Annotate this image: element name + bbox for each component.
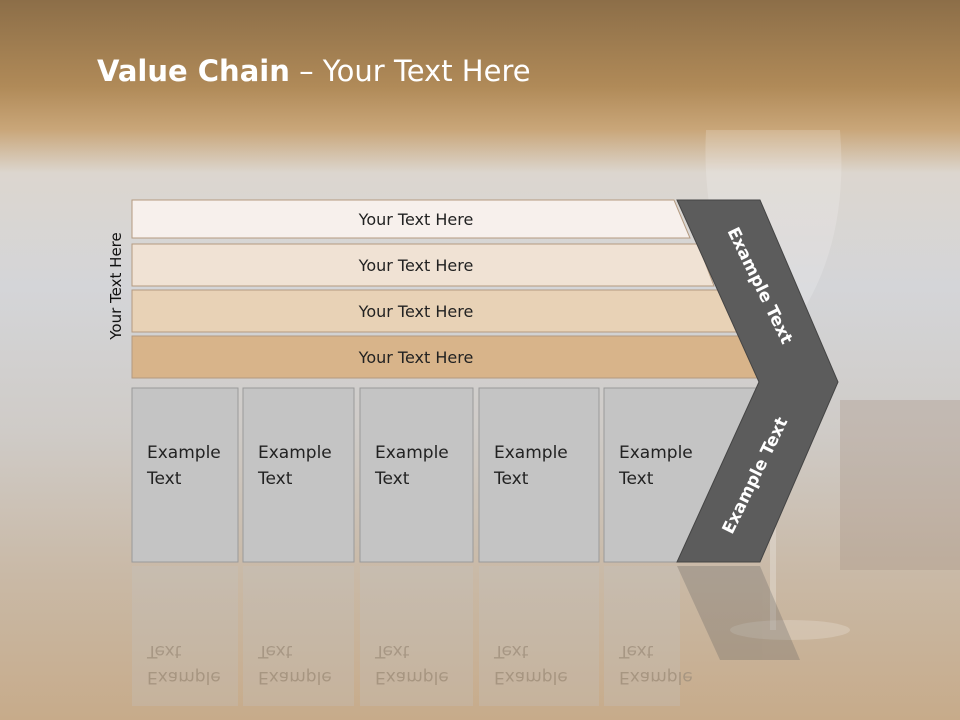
value-bar-label-3: Your Text Here [358,302,474,321]
value-bar-1 [131,199,691,239]
activity-box-label-line2-4: Text [493,469,529,489]
reflection-box-line2-4: Text [493,641,529,661]
reflection-box-line1-5: Example [619,667,693,687]
activity-box-label-line1-3: Example [375,443,449,463]
value-bar-label-2: Your Text Here [358,256,474,275]
activity-box-label-line1-2: Example [258,443,332,463]
reflection-box-2 [243,566,354,706]
activity-box-3 [359,387,474,563]
activity-box-4 [478,387,600,563]
reflection-box-line1-2: Example [258,667,332,687]
activity-box-label-line2-3: Text [374,469,410,489]
activity-box-label-line1-1: Example [147,443,221,463]
value-bar-2 [131,243,715,287]
activity-box-label-line1-5: Example [619,443,693,463]
activity-box-label-line1-4: Example [494,443,568,463]
activity-box-1 [131,387,239,563]
margin-chevron [676,199,839,563]
reflection-chevron [677,566,800,660]
reflection-box-line2-1: Text [146,641,182,661]
slide-title: Value Chain – Your Text Here [97,54,531,88]
activity-box-label-line2-1: Text [146,469,182,489]
reflection-box-line2-3: Text [374,641,410,661]
title-rest: – Your Text Here [289,54,531,88]
activity-box-label-line2-5: Text [618,469,654,489]
value-bar-label-4: Your Text Here [358,348,474,367]
reflection-box-line2-5: Text [618,641,654,661]
reflection-box-line2-2: Text [257,641,293,661]
activity-box-label-line2-2: Text [257,469,293,489]
reflection-box-1 [132,566,238,706]
reflection-box-3 [360,566,473,706]
reflection-box-5 [604,566,680,706]
title-bold: Value Chain [97,54,290,88]
reflection-box-line1-3: Example [375,667,449,687]
reflection-box-line1-4: Example [494,667,568,687]
reflection-box-line1-1: Example [147,667,221,687]
value-bar-label-1: Your Text Here [358,210,474,229]
reflection-box-4 [479,566,599,706]
activity-box-2 [242,387,355,563]
